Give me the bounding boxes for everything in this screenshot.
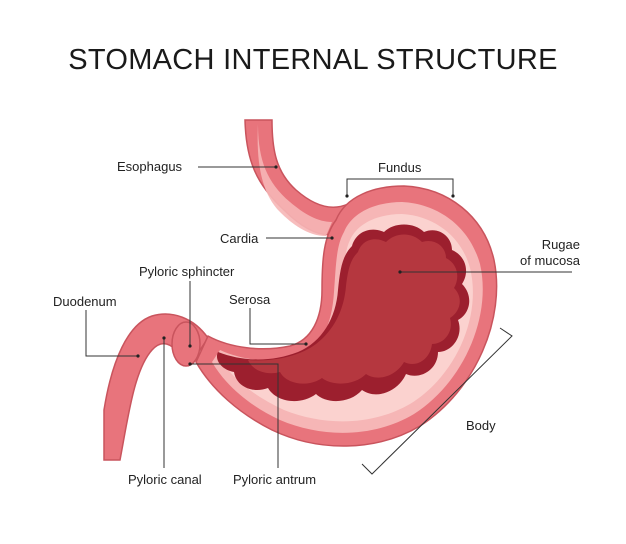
serosa-leader: [249, 308, 306, 345]
fundus-dot-left: [345, 194, 349, 198]
pyloric-antrum-dot: [188, 362, 192, 366]
label-cardia: Cardia: [220, 231, 259, 246]
serosa-dot: [304, 342, 308, 346]
duodenum-dot: [136, 354, 140, 358]
label-rugae: Rugae of mucosa: [500, 237, 580, 269]
esophagus-dot: [274, 165, 278, 169]
pyloric-antrum-leader: [190, 363, 279, 468]
label-fundus: Fundus: [378, 160, 422, 175]
rugae-dot: [398, 270, 402, 274]
label-pyloric-canal: Pyloric canal: [128, 472, 202, 487]
fundus-dot-right: [451, 194, 455, 198]
leader-lines: [85, 166, 572, 475]
esophagus-lining: [257, 124, 332, 236]
label-body: Body: [466, 418, 496, 433]
leader-dots: [136, 165, 455, 366]
label-pyloric-antrum: Pyloric antrum: [233, 472, 317, 487]
label-pyloric-sphincter: Pyloric sphincter: [139, 264, 235, 279]
cardia-dot: [330, 236, 334, 240]
label-serosa: Serosa: [229, 292, 271, 307]
label-esophagus: Esophagus: [117, 159, 183, 174]
body-bracket: [361, 327, 513, 475]
pyloric-sphincter-shape: [171, 321, 201, 367]
label-rugae-line2: of mucosa: [520, 253, 580, 268]
label-rugae-line1: Rugae: [541, 237, 580, 252]
duodenum-leader: [85, 310, 138, 357]
pyloric-canal-dot: [162, 336, 166, 340]
page-title: STOMACH INTERNAL STRUCTURE: [68, 44, 558, 76]
label-duodenum: Duodenum: [53, 294, 117, 309]
sphincter-dot: [188, 344, 192, 348]
fundus-bracket: [346, 178, 454, 196]
